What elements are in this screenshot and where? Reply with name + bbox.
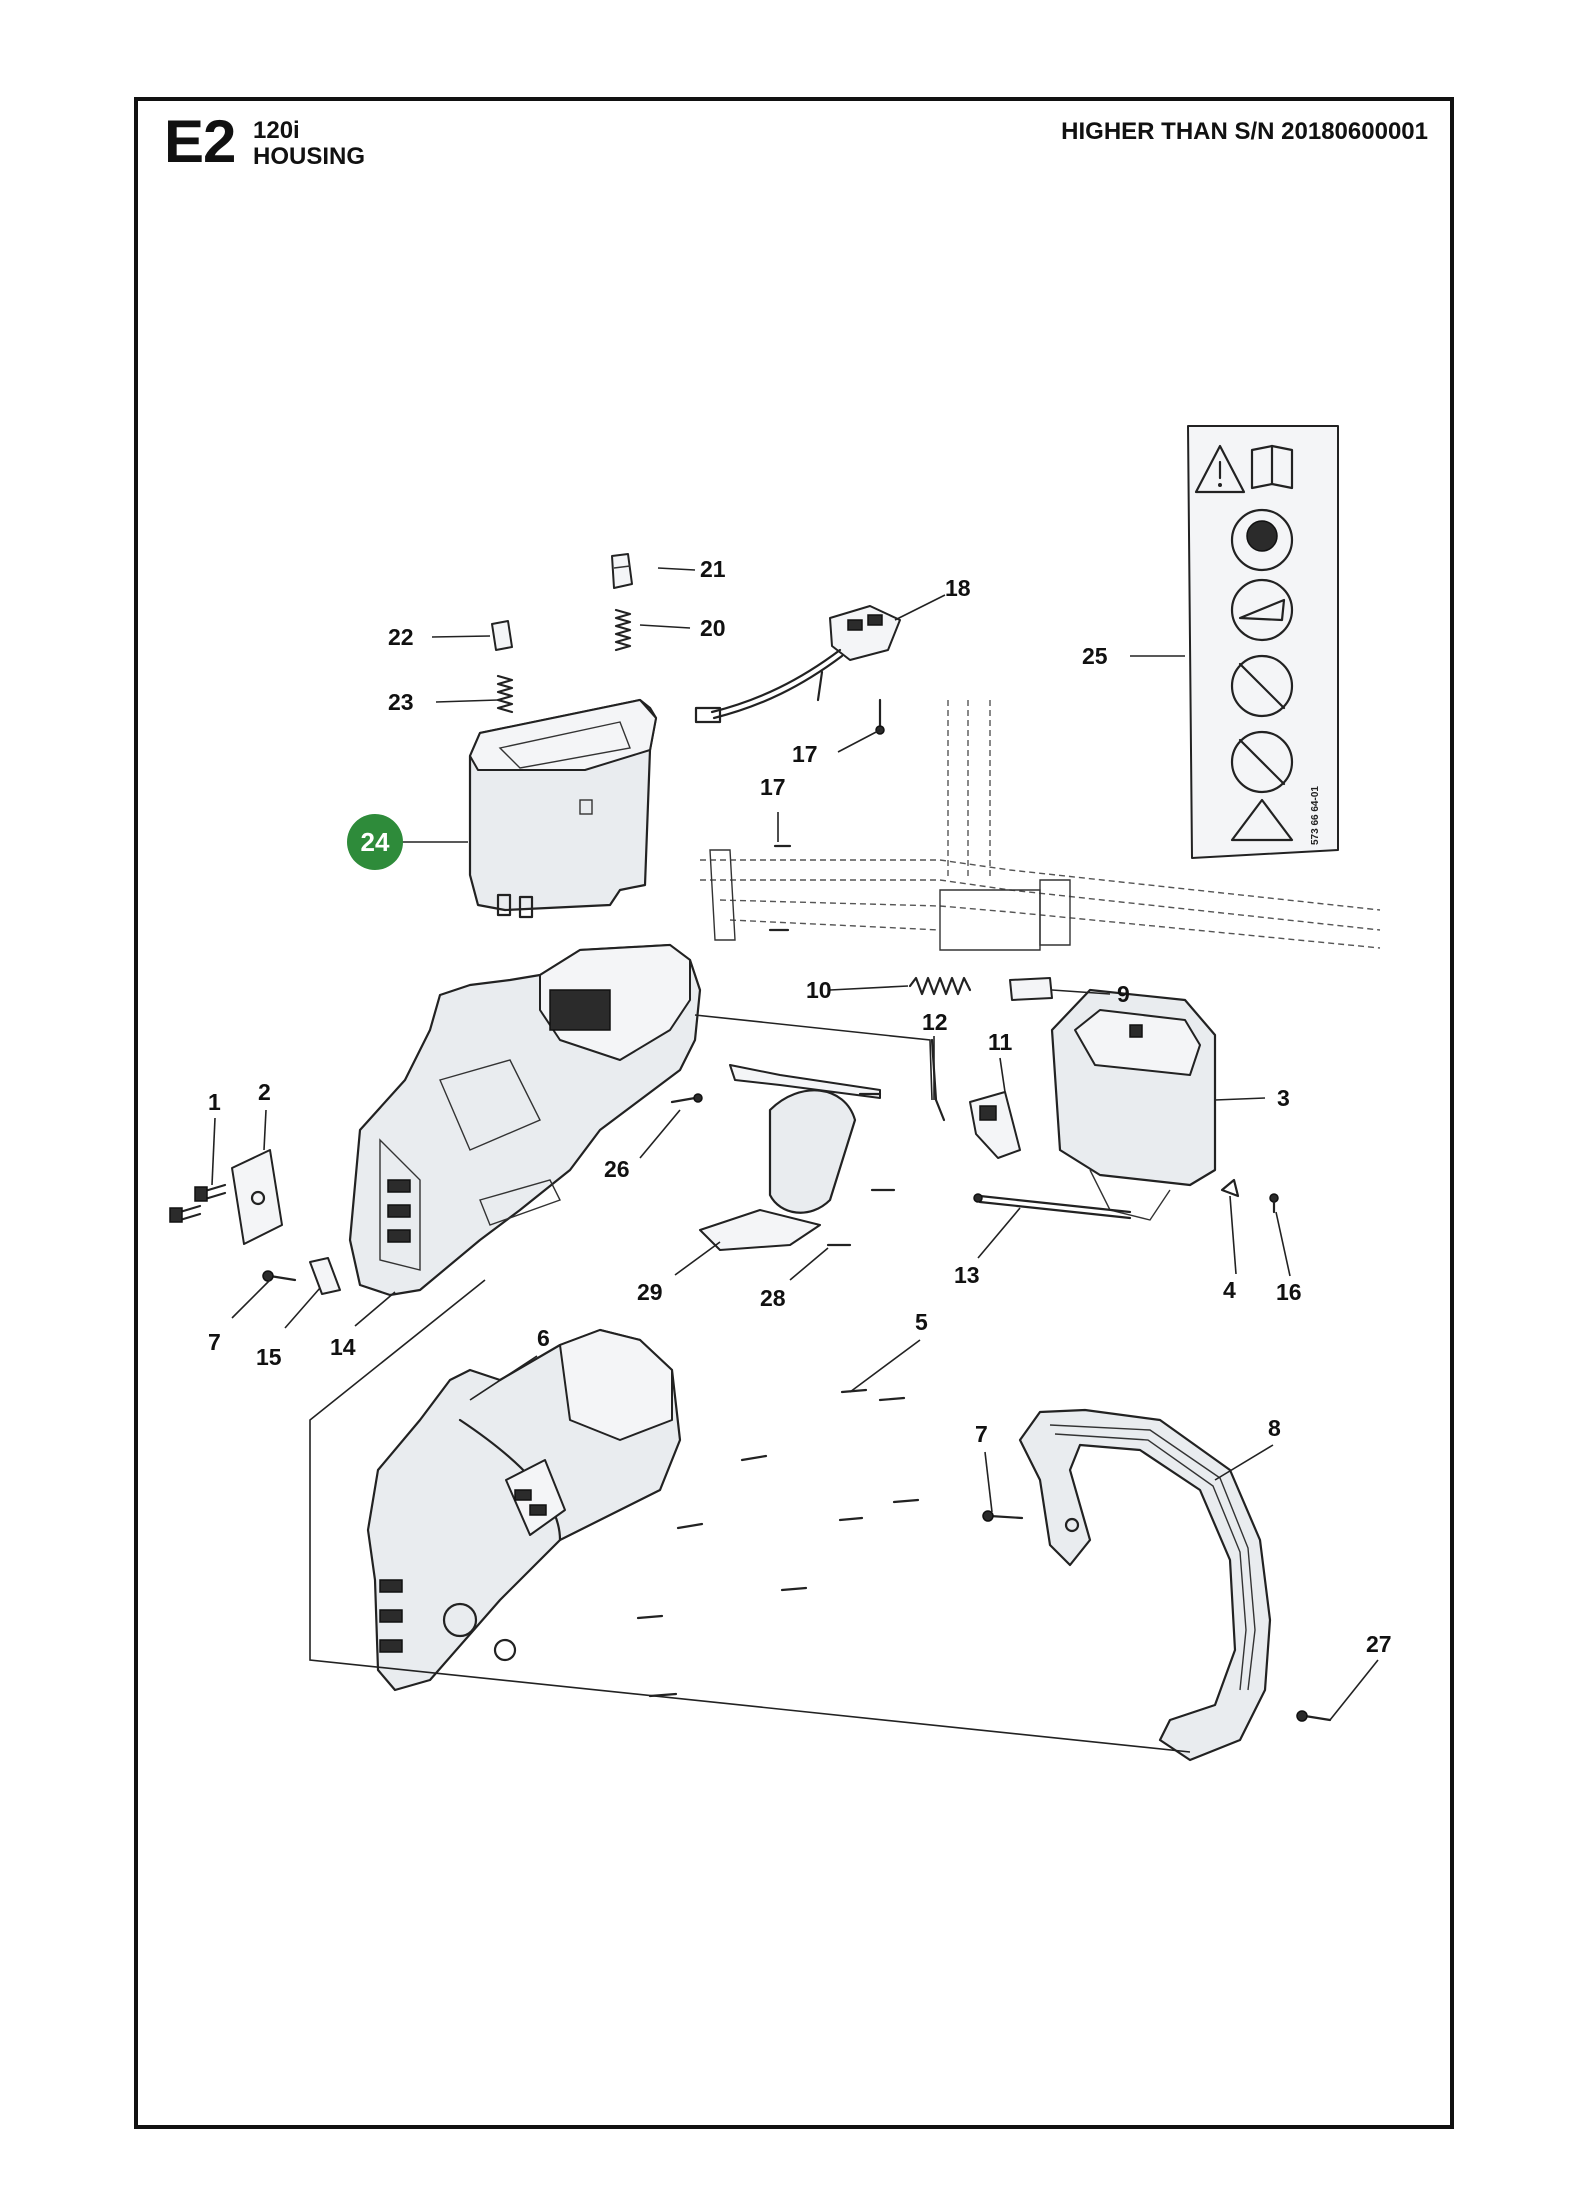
- part-25-warning-decal: 573 66 64-01: [1187, 425, 1339, 859]
- part-18-switch-board: [694, 605, 901, 724]
- part-1-screws: [169, 1183, 227, 1223]
- part-7-screw-right: [982, 1510, 1024, 1522]
- callout-8[interactable]: 8: [1268, 1415, 1281, 1441]
- part-21-button: [611, 553, 633, 589]
- callout-12[interactable]: 12: [922, 1009, 948, 1035]
- callout-4[interactable]: 4: [1223, 1277, 1236, 1303]
- callout-28[interactable]: 28: [760, 1285, 786, 1311]
- part-3-rear-handle: [1050, 988, 1217, 1221]
- callout-7b[interactable]: 7: [975, 1421, 988, 1447]
- part-2-plate: [231, 1149, 283, 1245]
- callout-22[interactable]: 22: [388, 624, 414, 650]
- callout-23[interactable]: 23: [388, 689, 414, 715]
- part-22-button: [491, 620, 513, 651]
- warning-triangle-icon: [1194, 444, 1246, 494]
- callout-24-marker[interactable]: [347, 814, 403, 870]
- part-10-spring: [908, 976, 972, 996]
- model-name: 120i: [253, 117, 300, 144]
- callout-27[interactable]: 27: [1366, 1631, 1392, 1657]
- callout-17a[interactable]: 17: [792, 741, 818, 767]
- part-17-screws: [768, 670, 885, 932]
- callout-13[interactable]: 13: [954, 1262, 980, 1288]
- part-14-main-housing: [348, 943, 702, 1297]
- decal-part-code: 573 66 64-01: [1310, 786, 1321, 845]
- part-6-housing-cover: [366, 1328, 682, 1692]
- leader-lines: [211, 567, 1379, 1721]
- callout-15[interactable]: 15: [256, 1344, 282, 1370]
- section-code: E2: [164, 108, 236, 175]
- part-15-latch: [309, 1257, 341, 1295]
- part-27-screw: [1296, 1710, 1332, 1722]
- part-29-guard: [699, 1064, 881, 1251]
- serial-note: HIGHER THAN S/N 20180600001: [1061, 118, 1428, 145]
- callout-labels: 21 20 22 23 18 17 17 24 25 10 9 12 11 3 …: [208, 556, 1392, 1657]
- part-26-screw: [670, 1093, 703, 1104]
- callout-14[interactable]: 14: [330, 1334, 356, 1360]
- part-8-front-handle: [1018, 1408, 1272, 1762]
- kickback-icon: [1230, 578, 1294, 642]
- part-7-screw-left: [262, 1270, 297, 1282]
- part-11-trigger: [969, 1091, 1021, 1159]
- callout-5[interactable]: 5: [915, 1309, 928, 1335]
- callout-17b[interactable]: 17: [760, 774, 786, 800]
- callout-9[interactable]: 9: [1117, 981, 1130, 1007]
- callout-1[interactable]: 1: [208, 1089, 221, 1115]
- callout-6[interactable]: 6: [537, 1325, 550, 1351]
- cable-harness: [700, 700, 1381, 951]
- helmet-icon: [1230, 508, 1294, 572]
- callout-21[interactable]: 21: [700, 556, 726, 582]
- part-4-clip: [1220, 1178, 1240, 1198]
- callout-26[interactable]: 26: [604, 1156, 630, 1182]
- part-28-screws: [826, 1092, 896, 1247]
- callout-7a[interactable]: 7: [208, 1329, 221, 1355]
- callout-16[interactable]: 16: [1276, 1279, 1302, 1305]
- part-23-spring: [496, 674, 514, 714]
- assembly-lines: [309, 1014, 1191, 1753]
- part-9-lock-pin: [1009, 977, 1053, 1001]
- no-tip-contact-icon: [1230, 730, 1294, 794]
- callout-25[interactable]: 25: [1082, 643, 1108, 669]
- part-20-spring: [614, 608, 632, 652]
- callout-24[interactable]: 24: [361, 827, 390, 857]
- callout-29[interactable]: 29: [637, 1279, 663, 1305]
- callout-20[interactable]: 20: [700, 615, 726, 641]
- page-frame: [134, 97, 1454, 2129]
- part-24-battery-compartment: [468, 698, 658, 919]
- falling-object-icon: [1230, 798, 1294, 842]
- callout-2[interactable]: 2: [258, 1079, 271, 1105]
- section-title: HOUSING: [253, 143, 366, 170]
- callout-11[interactable]: 11: [988, 1029, 1013, 1055]
- part-13-shaft: [973, 1193, 1132, 1220]
- no-one-hand-icon: [1230, 654, 1294, 718]
- part-5-screws: [636, 1388, 920, 1698]
- part-16-screw: [1269, 1193, 1279, 1214]
- callout-3[interactable]: 3: [1277, 1085, 1290, 1111]
- callout-10[interactable]: 10: [806, 977, 832, 1003]
- callout-18[interactable]: 18: [945, 575, 971, 601]
